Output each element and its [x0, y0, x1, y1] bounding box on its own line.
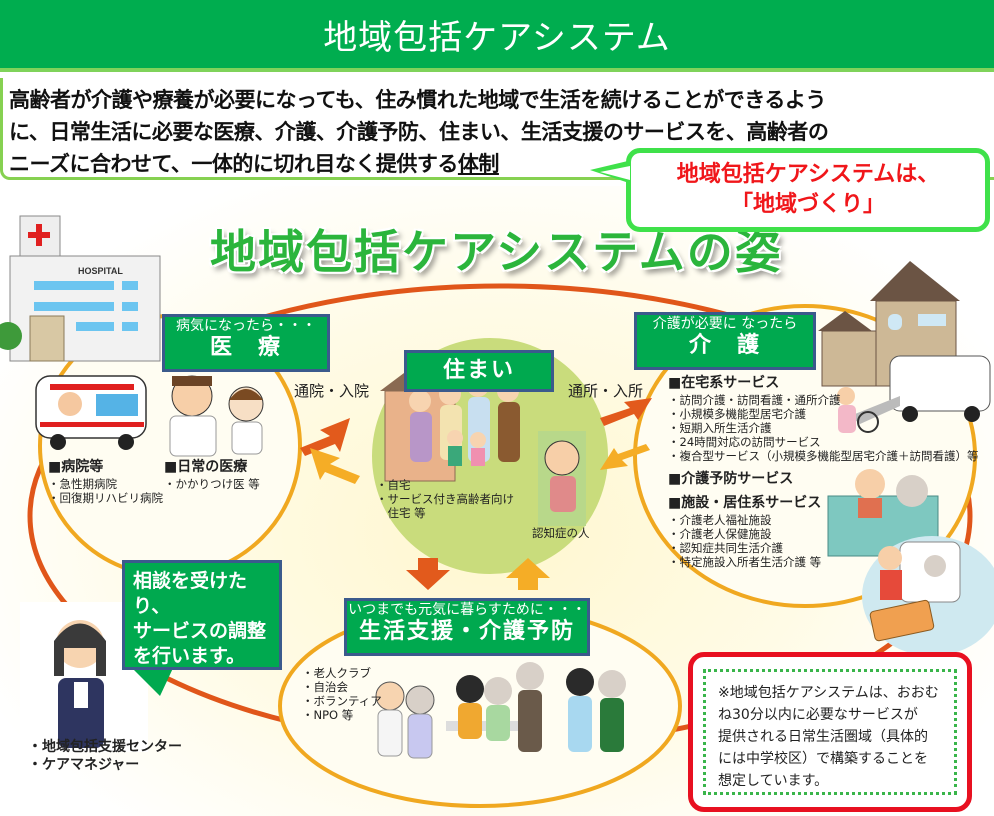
support-label-box: いつまでも元気に暮らすために・・・ 生活支援・介護予防 — [344, 598, 590, 656]
daily-medical-item-1: ・かかりつけ医 等 — [164, 477, 260, 491]
medical-title: 医 療 — [209, 335, 282, 360]
facility-item-3: ・認知症共同生活介護 — [668, 541, 783, 555]
arrow-to-care-icon — [600, 398, 652, 426]
housing-label-box: 住まい — [404, 350, 554, 392]
intro-line-3: ニーズに合わせて、一体的に切れ目なく提供する体制 — [9, 148, 994, 180]
hospital-group: ■病院等 ・急性期病院 ・回復期リハビリ病院 — [48, 458, 163, 505]
home-care-item-5: ・複合型サービス（小規模多機能型居宅介護＋訪問看護）等 — [668, 449, 979, 463]
scope-note-box: ※地域包括ケアシステムは、おおむ ね30分以内に必要なサービスが 提供される日常… — [688, 652, 972, 812]
diagram-title: 地域包括ケアシステムの姿 — [210, 225, 783, 279]
housing-list: ・自宅 ・サービス付き高齢者向け 住宅 等 — [376, 478, 514, 520]
ambulance-icon — [35, 375, 147, 450]
note-line-5: 想定しています。 — [718, 773, 829, 789]
intro-line-3-text: ニーズに合わせて、一体的に切れ目なく提供する — [9, 152, 458, 176]
intro-line-1: 高齢者が介護や療養が必要になっても、住み慣れた地域で生活を続けることができるよう — [9, 88, 826, 112]
prevention-service-group: ■介護予防サービス — [668, 470, 793, 489]
consult-speech-bubble: 相談を受けたり、 サービスの調整 を行います。 — [122, 560, 282, 670]
scope-note-inner: ※地域包括ケアシステムは、おおむ ね30分以内に必要なサービスが 提供される日常… — [703, 669, 957, 795]
dementia-label: 認知症の人 — [532, 526, 590, 540]
arrow-from-support-icon — [506, 558, 550, 590]
home-care-group: ■在宅系サービス ・訪問介護・訪問看護・通所介護 ・小規模多機能型居宅介護 ・短… — [668, 374, 979, 463]
speech-line-2: サービスの調整 — [133, 620, 267, 642]
speech-line-3: を行います。 — [133, 645, 246, 667]
note-line-1: ※地域包括ケアシステムは、おおむ — [718, 685, 939, 701]
support-title: 生活支援・介護予防 — [358, 619, 575, 644]
daily-medical-head: ■日常の医療 — [164, 459, 248, 475]
callout-chiiki-zukuri: 地域包括ケアシステムは、 「地域づくり」 — [626, 148, 990, 232]
home-care-item-4: ・24時間対応の訪問サービス — [668, 435, 821, 449]
intro-line-2: に、日常生活に必要な医療、介護、介護予防、住まい、生活支援のサービスを、高齢者の — [9, 120, 829, 144]
intro-underlined-word: 体制 — [457, 152, 500, 176]
facility-group: ■施設・居住系サービス ・介護老人福祉施設 ・介護老人保健施設 ・認知症共同生活… — [668, 494, 821, 569]
arrow-to-medical-icon — [300, 418, 350, 456]
facility-item-1: ・介護老人福祉施設 — [668, 513, 772, 527]
arrow-from-medical-icon — [310, 448, 360, 484]
seniors-activity-icon — [375, 662, 626, 759]
callout-line-1: 地域包括ケアシステムは、 — [676, 162, 940, 187]
arrow-from-care-icon — [600, 444, 650, 470]
arrow-label-hospital: 通院・入院 — [294, 382, 370, 400]
housing-item-3: 住宅 等 — [376, 506, 426, 520]
role-care-manager: ・ケアマネジャー — [28, 757, 140, 773]
page-title: 地域包括ケアシステム — [323, 17, 671, 58]
home-care-item-3: ・短期入所生活介護 — [668, 421, 772, 435]
home-care-item-1: ・訪問介護・訪問看護・通所介護 — [668, 393, 841, 407]
facility-head: ■施設・居住系サービス — [668, 495, 822, 511]
title-banner: 地域包括ケアシステム — [0, 0, 994, 72]
housing-item-1: ・自宅 — [376, 478, 411, 492]
support-item-4: ・NPO 等 — [302, 708, 354, 722]
hospital-item-2: ・回復期リハビリ病院 — [48, 491, 163, 505]
arrow-label-facility: 通所・入所 — [568, 382, 644, 400]
intro-definition: 高齢者が介護や療養が必要になっても、住み慣れた地域で生活を続けることができるよう… — [0, 78, 994, 180]
home-care-head: ■在宅系サービス — [668, 375, 780, 391]
support-item-1: ・老人クラブ — [302, 666, 371, 680]
diagram-rings: HOSPITAL — [0, 215, 994, 808]
prevention-service-head: ■介護予防サービス — [668, 471, 794, 487]
note-line-3: 提供される日常生活圏域（具体的 — [718, 729, 928, 745]
speech-bubble-tail — [130, 666, 174, 696]
housing-item-2: ・サービス付き高齢者向け — [376, 492, 514, 506]
hospital-item-1: ・急性期病院 — [48, 477, 117, 491]
meal-assistance-icon — [862, 536, 994, 656]
dementia-person-icon — [538, 431, 586, 526]
hospital-group-head: ■病院等 — [48, 459, 104, 475]
care-system-diagram: HOSPITAL — [0, 186, 994, 816]
care-subtitle: 介護が必要に なったら — [652, 316, 798, 332]
medical-label-box: 病気になったら・・・ 医 療 — [162, 314, 330, 372]
callout-tail-inner — [600, 166, 630, 180]
daily-medical-group: ■日常の医療 ・かかりつけ医 等 — [164, 458, 260, 491]
care-title: 介 護 — [688, 333, 761, 358]
support-subtitle: いつまでも元気に暮らすために・・・ — [348, 602, 586, 618]
housing-title: 住まい — [442, 358, 515, 383]
callout-line-2: 「地域づくり」 — [730, 192, 885, 217]
support-item-2: ・自治会 — [302, 680, 348, 694]
facility-item-2: ・介護老人保健施設 — [668, 527, 772, 541]
svg-text:HOSPITAL: HOSPITAL — [78, 266, 123, 276]
home-care-item-2: ・小規模多機能型居宅介護 — [668, 407, 806, 421]
support-list: ・老人クラブ ・自治会 ・ボランティア ・NPO 等 — [302, 666, 382, 722]
care-houses-van-icon — [818, 261, 991, 433]
doctor-nurse-icon — [169, 375, 264, 457]
speech-line-1: 相談を受けたり、 — [133, 570, 248, 617]
care-label-box: 介護が必要に なったら 介 護 — [634, 312, 816, 370]
note-line-2: ね30分以内に必要なサービスが — [718, 707, 918, 723]
arrow-to-support-icon — [406, 558, 450, 590]
facility-item-4: ・特定施設入所者生活介護 等 — [668, 555, 822, 569]
hospital-icon: HOSPITAL — [0, 215, 161, 362]
consult-roles: ・地域包括支援センター ・ケアマネジャー — [28, 738, 182, 774]
medical-subtitle: 病気になったら・・・ — [176, 318, 316, 334]
role-center: ・地域包括支援センター — [28, 739, 182, 755]
note-line-4: には中学校区）で構築することを — [718, 751, 928, 767]
support-item-3: ・ボランティア — [302, 694, 382, 708]
